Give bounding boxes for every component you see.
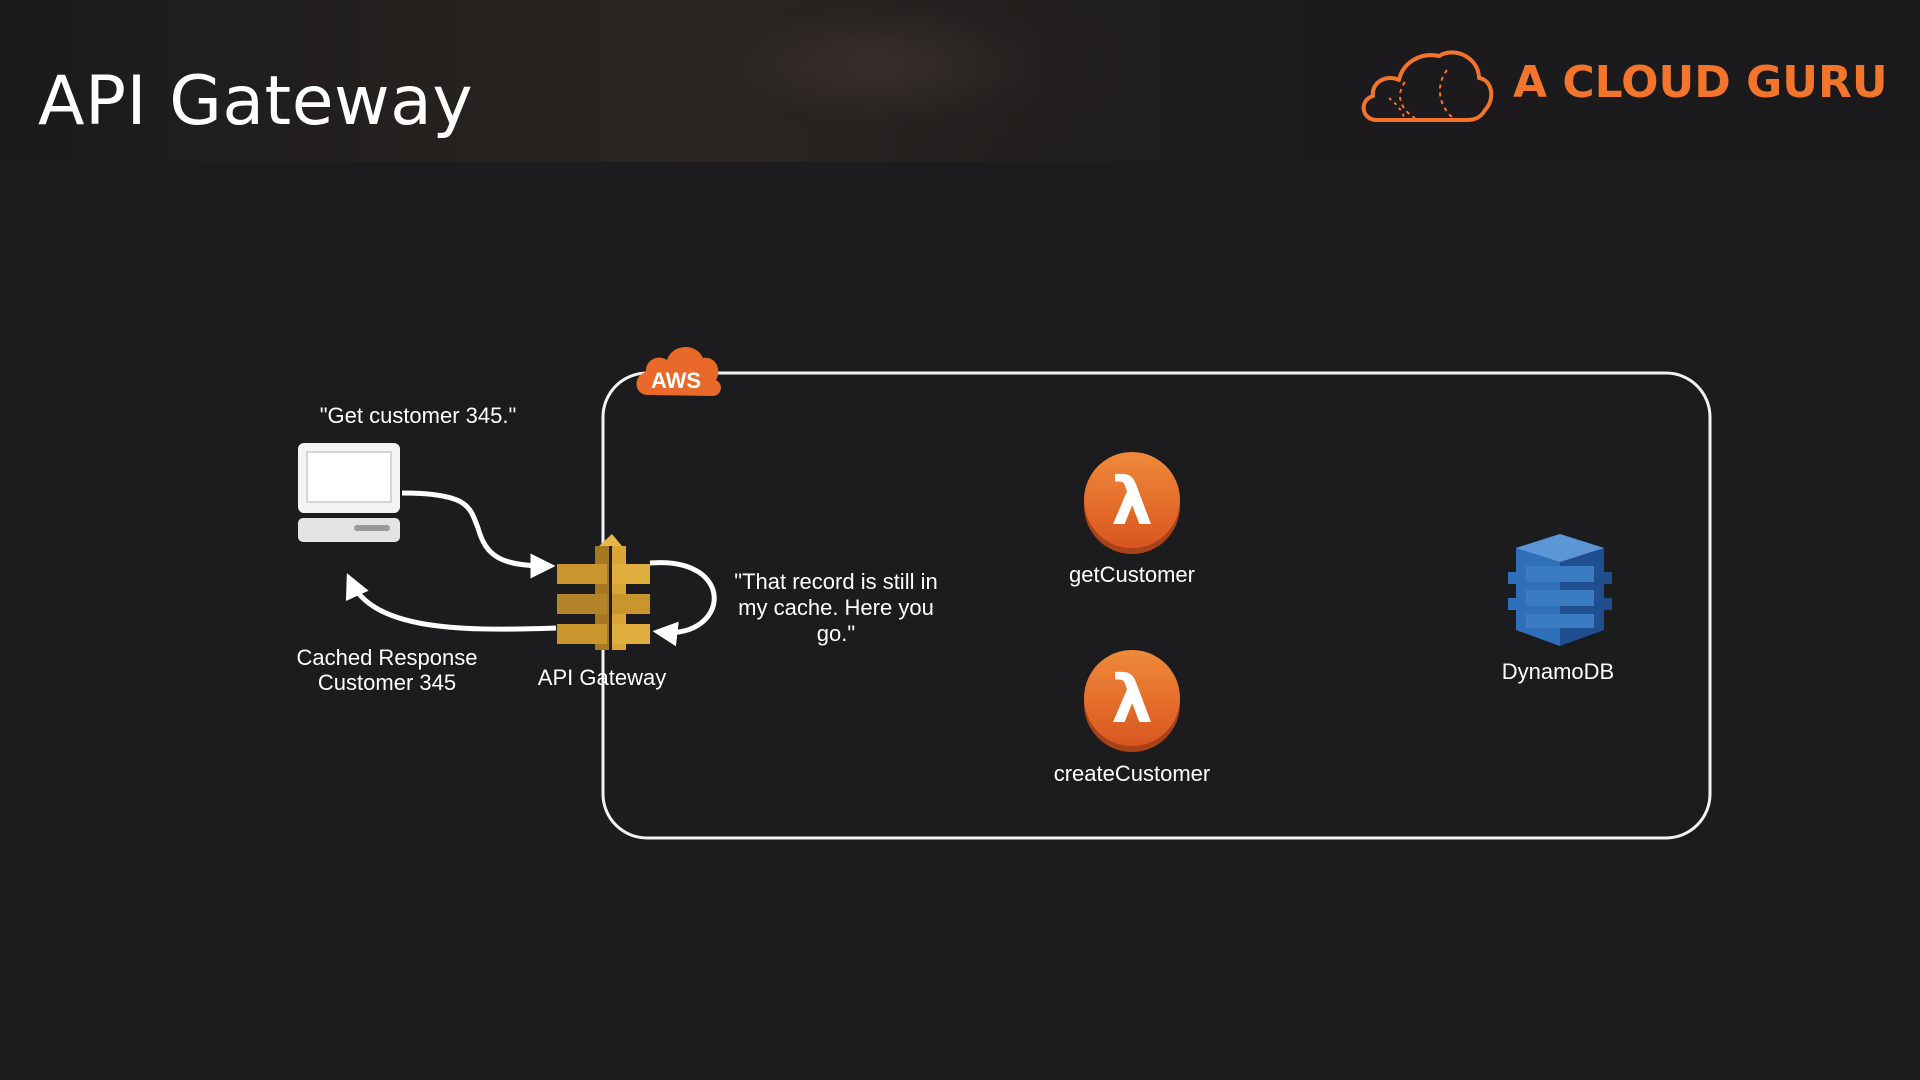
lambda-icon: λ bbox=[1084, 452, 1180, 554]
api-gateway-label: API Gateway bbox=[538, 665, 666, 690]
lambda-symbol: λ bbox=[1111, 661, 1153, 738]
cache-loop-arrow bbox=[649, 560, 717, 647]
aws-badge-label: AWS bbox=[651, 368, 701, 393]
response-arrow bbox=[345, 573, 557, 632]
lambda-symbol: λ bbox=[1111, 463, 1153, 540]
page-title: API Gateway bbox=[38, 62, 474, 141]
dynamodb-icon bbox=[1508, 534, 1612, 646]
computer-icon bbox=[298, 443, 400, 542]
cached-response-label-line1: Cached Response bbox=[296, 645, 477, 670]
header-bar: API Gateway A CLOUD GURU bbox=[0, 0, 1920, 162]
gateway-quote-line1: "That record is still in bbox=[734, 569, 937, 594]
brand: A CLOUD GURU bbox=[1355, 40, 1895, 130]
lambda-icon: λ bbox=[1084, 650, 1180, 752]
cloud-logo-icon bbox=[1361, 50, 1494, 122]
cached-response-label-line2: Customer 345 bbox=[318, 670, 456, 695]
lambda-create-customer-label: createCustomer bbox=[1054, 761, 1211, 786]
gateway-quote-line2: my cache. Here you bbox=[738, 595, 934, 620]
aws-cloud-icon: AWS bbox=[636, 346, 721, 396]
api-gateway-icon bbox=[557, 534, 650, 650]
header-background-photo bbox=[620, 0, 1140, 162]
lambda-get-customer-label: getCustomer bbox=[1069, 562, 1195, 587]
request-arrow bbox=[401, 490, 556, 579]
brand-name: A CLOUD GURU bbox=[1513, 57, 1888, 108]
client-request-quote: "Get customer 345." bbox=[320, 403, 517, 428]
gateway-quote-line3: go." bbox=[817, 621, 855, 646]
dynamodb-label: DynamoDB bbox=[1502, 659, 1614, 684]
